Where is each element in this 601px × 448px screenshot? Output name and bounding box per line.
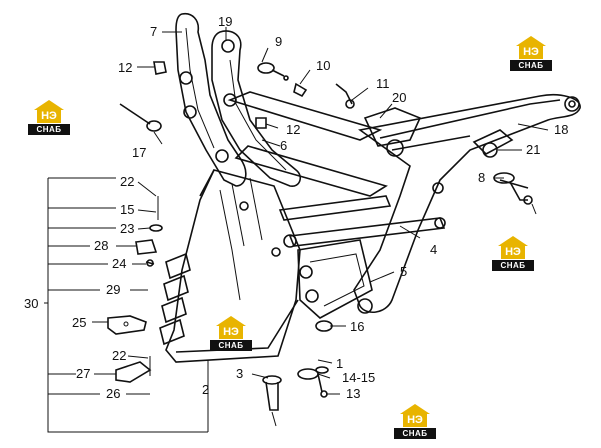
boom-frame-5 (353, 93, 581, 314)
leader-lines (92, 27, 549, 432)
pin-22 (149, 196, 159, 376)
pin-21 (493, 172, 537, 215)
callout-26: 26 (106, 386, 120, 401)
pin-assembly-3 (262, 375, 282, 427)
callout-4: 4 (430, 242, 437, 257)
watermark-logo: НЭ СНАБ (510, 36, 552, 72)
bolt-24 (145, 259, 155, 267)
callout-17: 17 (132, 145, 146, 160)
group-bracket-30 (44, 177, 208, 433)
callout-22-bottom: 22 (112, 348, 126, 363)
callout-30: 30 (24, 296, 38, 311)
lift-arm-19 (211, 30, 302, 187)
pin-16 (315, 320, 333, 332)
callout-10: 10 (316, 58, 330, 73)
callout-15: 15 (120, 202, 134, 217)
callout-8: 8 (478, 170, 485, 185)
bolt-9 (257, 62, 289, 81)
callout-18: 18 (554, 122, 568, 137)
callout-22-top: 22 (120, 174, 134, 189)
callout-3: 3 (236, 366, 243, 381)
callout-28: 28 (94, 238, 108, 253)
bell-crank (297, 239, 373, 319)
bolt-8 (499, 179, 529, 189)
callout-13: 13 (346, 386, 360, 401)
bracket-25 (107, 315, 147, 335)
pin-17 (119, 103, 162, 132)
watermark-logo: НЭ СНАБ (28, 100, 70, 136)
callout-21: 21 (526, 142, 540, 157)
callout-29: 29 (106, 282, 120, 297)
callout-20: 20 (392, 90, 406, 105)
nut-12 (153, 61, 267, 129)
callout-27: 27 (76, 366, 90, 381)
watermark-logo: НЭ СНАБ (210, 316, 252, 352)
bracket-28 (135, 239, 158, 255)
callout-12-mid: 12 (286, 122, 300, 137)
watermark-logo: НЭ СНАБ (492, 236, 534, 272)
callout-25: 25 (72, 315, 86, 330)
callout-5: 5 (400, 264, 407, 279)
cross-tube (227, 91, 388, 197)
link-rod-4 (278, 195, 446, 248)
callout-19: 19 (218, 14, 232, 29)
callout-labels: 7 19 9 12 10 11 20 12 6 17 18 21 8 4 5 1… (24, 14, 568, 401)
callout-24: 24 (112, 256, 126, 271)
callout-11: 11 (376, 76, 390, 91)
bucket-2 (159, 169, 301, 363)
callout-14-15: 14-15 (342, 370, 375, 385)
callout-16: 16 (350, 319, 364, 334)
callout-12-top: 12 (118, 60, 132, 75)
callout-9: 9 (275, 34, 282, 49)
pin-assembly-14-15 (297, 366, 329, 398)
callout-23: 23 (120, 221, 134, 236)
bracket-27 (115, 361, 152, 383)
watermark-logo: НЭ СНАБ (394, 404, 436, 440)
bolt-11 (335, 83, 355, 109)
boom-cylinder-18 (472, 129, 514, 158)
nut-10 (293, 82, 308, 98)
clip-23 (149, 224, 163, 232)
callout-1: 1 (336, 356, 343, 371)
callout-7: 7 (150, 24, 157, 39)
callout-2: 2 (202, 382, 209, 397)
callout-6: 6 (280, 138, 287, 153)
